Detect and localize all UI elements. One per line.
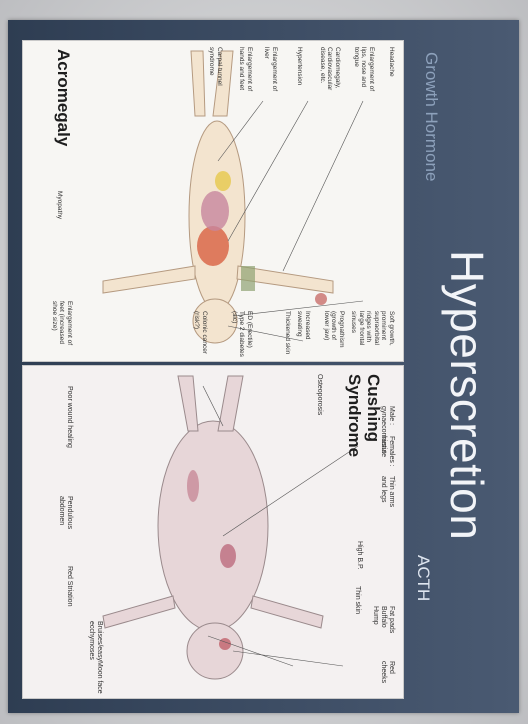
label-myopathy: Myopathy bbox=[56, 191, 64, 251]
label-headache: Headache bbox=[388, 47, 396, 87]
cushing-panel: Red cheeks Fat pads Buffalo Hump Thin sk… bbox=[22, 365, 404, 699]
label-thick-skin: Thickened skin bbox=[284, 311, 292, 357]
label-bruises: Bruises/easy ecchymoses bbox=[87, 621, 103, 659]
label-pendulous: Pendulous abdomen bbox=[57, 496, 73, 556]
acromegaly-caption: Acromegaly bbox=[54, 49, 73, 146]
label-red-cheeks: Red cheeks bbox=[379, 661, 395, 695]
label-diabetes: ED (Erectile) Type 2 diabetes (sic) bbox=[231, 311, 254, 357]
label-red-striation: Red Striation bbox=[65, 566, 73, 616]
label-carpal: Carpal tunnel syndrome bbox=[208, 47, 223, 93]
label-wound-healing: Poor wound healing bbox=[65, 386, 73, 456]
slide-title: Hyperscretion bbox=[437, 250, 497, 630]
slide-stage: Hyperscretion Growth Hormone ACTH bbox=[8, 20, 519, 713]
label-osteoporosis: Osteoporosis bbox=[315, 374, 323, 422]
slide-photo: Hyperscretion Growth Hormone ACTH bbox=[8, 20, 519, 713]
label-fat-pads: Fat pads Buffalo Hump bbox=[371, 606, 395, 646]
label-shoe-size: Enlargement of feet (increased shoe size… bbox=[51, 301, 74, 357]
label-hands-feet: Enlargement of hands and feet bbox=[238, 47, 253, 93]
label-hypertension: Hypertension bbox=[296, 47, 304, 95]
label-lips-nose: Enlargement of lips, nose and tongue bbox=[353, 47, 376, 93]
label-thin-arms: Thin arms and legs bbox=[379, 476, 395, 516]
label-cardiomegaly: Cardiomegaly, Cardiovascular disease, et… bbox=[319, 47, 342, 95]
label-sweating: Increased sweating bbox=[296, 311, 311, 357]
label-moon-face: Moon face bbox=[95, 661, 103, 695]
cushing-caption: Cushing Syndrome bbox=[345, 374, 383, 464]
subtitle-acth: ACTH bbox=[413, 555, 433, 601]
label-thin-skin: Thin skin bbox=[353, 586, 361, 626]
label-colonic: Colonic cancer (risk?) bbox=[193, 311, 208, 357]
label-high-bp: High B.P. bbox=[355, 541, 363, 581]
label-prognathism: Prognathism (growth of lower jaw) bbox=[323, 311, 346, 357]
slide-content-rotated: Hyperscretion Growth Hormone ACTH bbox=[8, 20, 519, 713]
subtitle-growth-hormone: Growth Hormone bbox=[421, 52, 441, 181]
label-liver: Enlargement of liver bbox=[263, 47, 278, 95]
label-soft-growth: Soft growth, prominent supraorbital ridg… bbox=[350, 311, 395, 357]
acromegaly-panel: Headache Enlargement of lips, nose and t… bbox=[22, 40, 404, 362]
